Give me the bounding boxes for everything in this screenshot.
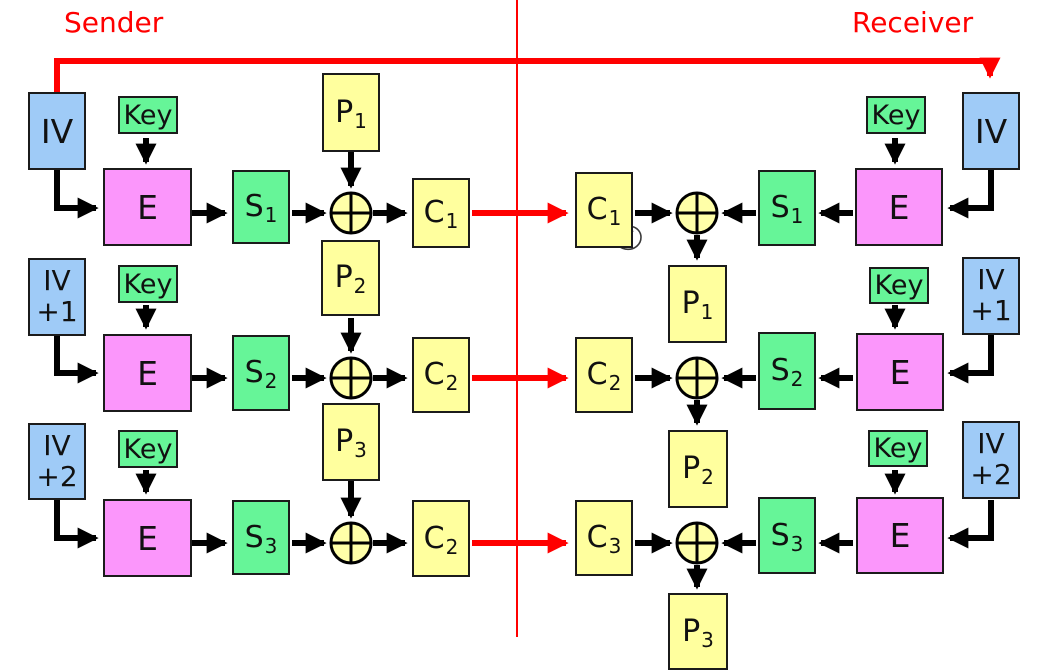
xor-icon	[675, 356, 719, 400]
iv-to-e-arrow	[947, 335, 994, 384]
iv-to-e-arrow	[947, 170, 994, 219]
key-box-receiver-3: Key	[868, 430, 928, 467]
iv-to-e-arrow	[54, 336, 99, 384]
xor-icon	[329, 191, 373, 235]
key-box-sender-1: Key	[118, 96, 178, 134]
sender-heading: Sender	[64, 6, 164, 39]
xor-icon	[329, 356, 373, 400]
iv-box-sender-2: IV +1	[28, 258, 86, 336]
encrypt-box-sender-2: E	[103, 334, 192, 412]
xor-icon	[675, 191, 719, 235]
encrypt-box-sender-3: E	[103, 499, 192, 577]
iv-box-receiver-2: IV +1	[962, 257, 1020, 335]
iv-box-sender-1: IV	[28, 92, 86, 170]
iv-box-receiver-1: IV	[962, 92, 1020, 170]
xor-icon	[329, 521, 373, 565]
key-box-sender-2: Key	[118, 265, 178, 303]
encrypt-box-receiver-1: E	[855, 168, 943, 246]
xor-icon	[675, 521, 719, 565]
receiver-heading: Receiver	[852, 6, 974, 39]
iv-to-e-arrow	[54, 170, 99, 219]
iv-box-receiver-3: IV +2	[962, 421, 1020, 499]
iv-transfer-arrow	[54, 57, 1001, 93]
key-box-receiver-2: Key	[869, 267, 929, 304]
key-box-receiver-1: Key	[866, 96, 926, 134]
iv-to-e-arrow	[947, 500, 994, 549]
encrypt-box-receiver-2: E	[856, 333, 944, 411]
iv-box-sender-3: IV +2	[28, 423, 86, 500]
encrypt-box-sender-1: E	[103, 168, 192, 246]
iv-to-e-arrow	[54, 500, 99, 549]
key-box-sender-3: Key	[118, 430, 178, 468]
encrypt-box-receiver-3: E	[856, 497, 944, 574]
